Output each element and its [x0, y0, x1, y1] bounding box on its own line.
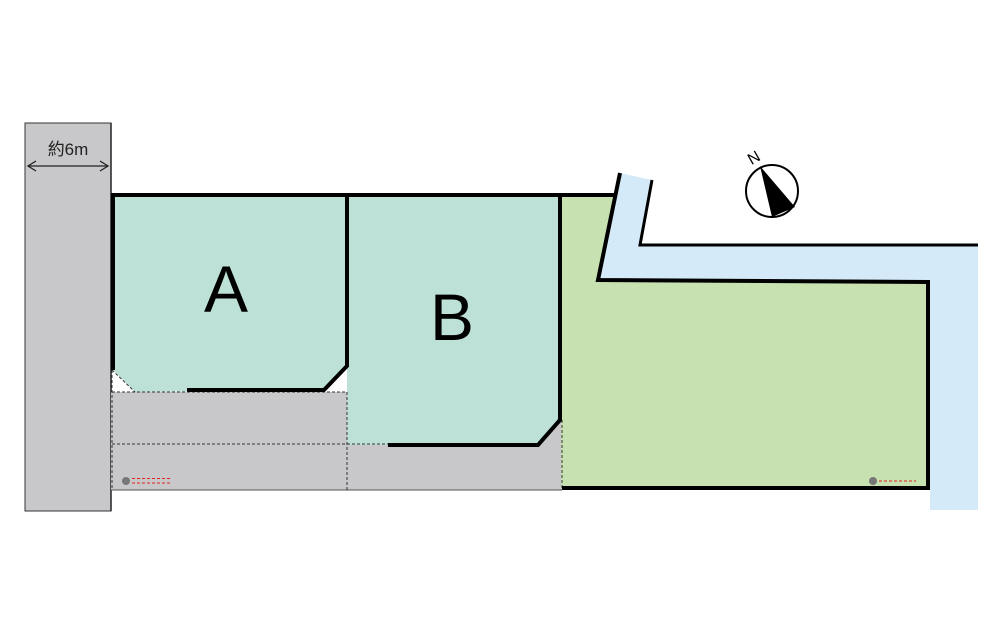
- marker-left: [122, 477, 170, 485]
- lot-a: [113, 195, 347, 392]
- lot-boundaries: [111, 172, 978, 490]
- lot-adjacent: [561, 195, 928, 488]
- compass-north-label: N: [745, 148, 764, 169]
- lot-b: [347, 195, 560, 445]
- waterway: [598, 173, 978, 510]
- north-compass-icon: N: [745, 148, 799, 218]
- lot-b-label: B: [430, 280, 474, 354]
- road-width-dimension: 約6m: [26, 140, 110, 172]
- lot-a-label: A: [204, 252, 248, 326]
- road-width-label: 約6m: [48, 140, 89, 159]
- marker-right: [869, 477, 916, 485]
- road-left: [24, 122, 112, 512]
